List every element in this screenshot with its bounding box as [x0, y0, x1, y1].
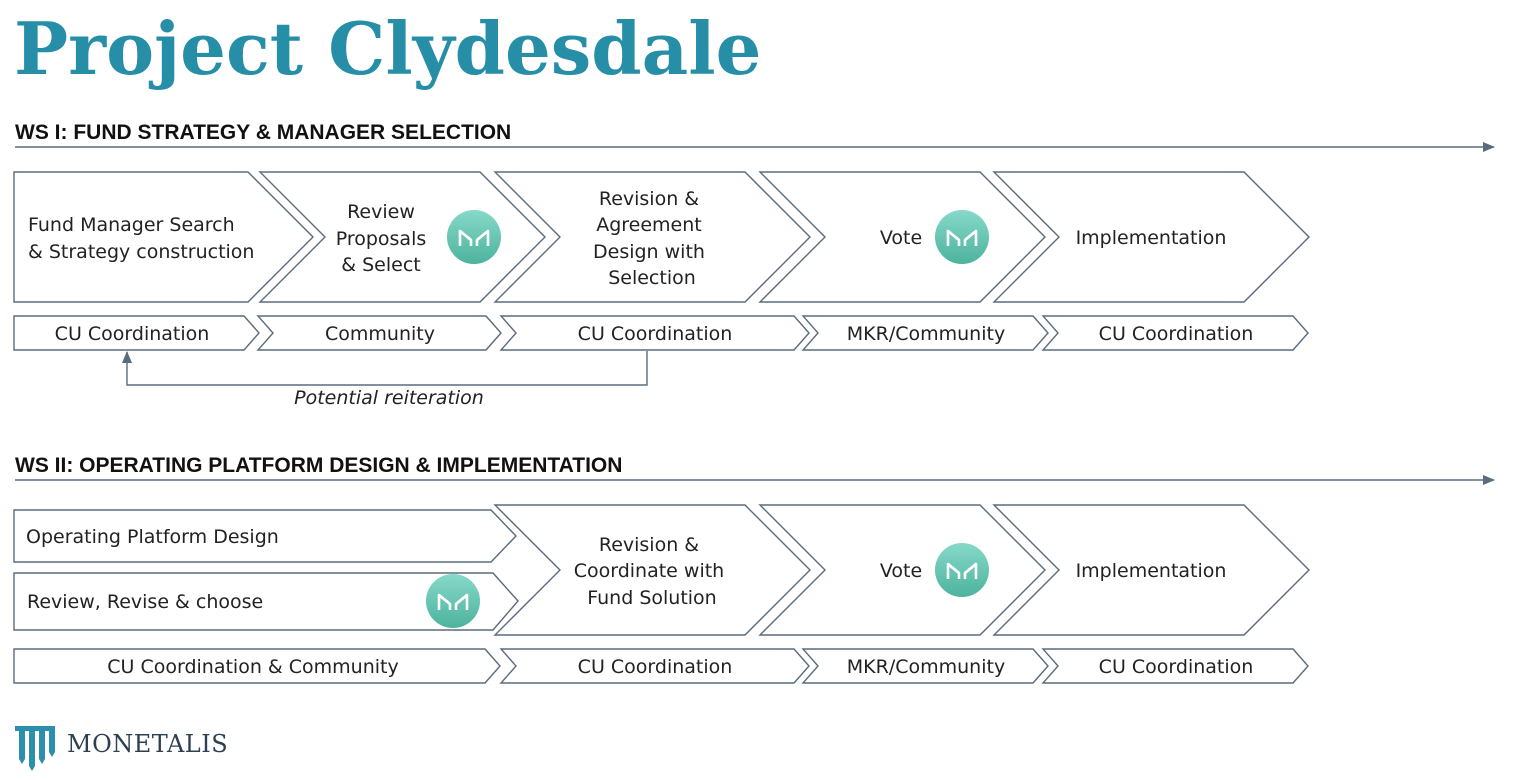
ws2-step-vote-label: Vote: [880, 560, 922, 582]
ws2-role-bar: [499, 648, 810, 684]
ws1-step-revision-agreement: [493, 171, 811, 303]
ws2-role-bar: [801, 648, 1049, 684]
maker-logo-icon: [935, 543, 989, 597]
ws2-role-label: CU Coordination & Community: [107, 656, 399, 678]
reiteration-note: Potential reiteration: [294, 387, 484, 409]
ws2-step-revision-coordinate: [493, 504, 811, 636]
ws1-step-vote-label: Vote: [880, 227, 922, 249]
ws2-role-label: MKR/Community: [847, 656, 1005, 678]
maker-logo-icon: [935, 210, 989, 264]
ws1-role-label: CU Coordination: [578, 323, 733, 345]
ws1-role-label: CU Coordination: [1099, 323, 1254, 345]
ws1-role-bar: [499, 315, 810, 351]
ws2-steps: Operating Platform Design Review, Revise…: [13, 504, 1310, 636]
ws1-steps: Fund Manager Search & Strategy construct…: [13, 171, 1310, 303]
ws2-role-label: CU Coordination: [1099, 656, 1254, 678]
ws1-step-fund-manager-search: [13, 171, 314, 303]
ws2-role-label: CU Coordination: [578, 656, 733, 678]
ws1-role-label: MKR/Community: [847, 323, 1005, 345]
ws1-heading: WS I: FUND STRATEGY & MANAGER SELECTION: [15, 121, 511, 144]
ws2-roles: CU Coordination & Community CU Coordinat…: [13, 648, 1309, 684]
ws2-step-review-revise-choose: [13, 572, 519, 631]
ws2-step-operating-platform-design: [13, 509, 517, 563]
maker-logo-icon: [447, 210, 501, 264]
ws2-step-implementation: [992, 504, 1310, 636]
ws2-step-vote: [758, 504, 1046, 636]
brand-name: MONETALIS: [67, 730, 228, 758]
ws1-step-implementation-label: Implementation: [1076, 227, 1227, 249]
ws1-role-label: CU Coordination: [55, 323, 210, 345]
ws1-roles: CU Coordination Community CU Coordinatio…: [13, 315, 1309, 351]
ws1-role-bar: [1041, 315, 1309, 351]
ws1-role-label: Community: [325, 323, 435, 345]
ws1-role-bar: [256, 315, 502, 351]
ws2-step-implementation-label: Implementation: [1076, 560, 1227, 582]
ws1-step-revision-agreement-label: Revision & Agreement Design with Selecti…: [593, 188, 711, 289]
ws1-step-fund-manager-search-label: Fund Manager Search & Strategy construct…: [28, 214, 254, 263]
page-title: Project Clydesdale: [14, 6, 761, 91]
ws2-step-revision-coordinate-label: Revision & Coordinate with Fund Solution: [574, 534, 731, 609]
ws1-step-vote: [758, 171, 1046, 303]
ws2-step-review-revise-choose-label: Review, Revise & choose: [27, 591, 263, 613]
monetalis-logo-icon: [15, 726, 55, 771]
ws2-step-operating-platform-design-label: Operating Platform Design: [26, 526, 279, 548]
maker-logo-icon: [426, 574, 480, 628]
ws1-step-review-proposals-label: Review Proposals & Select: [336, 201, 433, 276]
ws1-role-bar: [13, 315, 260, 351]
ws1-step-implementation: [992, 171, 1310, 303]
ws1-step-review-proposals: [258, 171, 546, 303]
reiteration-loop-arrow: [122, 351, 648, 386]
ws2-heading: WS II: OPERATING PLATFORM DESIGN & IMPLE…: [15, 454, 622, 477]
ws2-role-bar: [1041, 648, 1309, 684]
ws2-role-bar: [13, 648, 501, 684]
ws1-role-bar: [801, 315, 1049, 351]
